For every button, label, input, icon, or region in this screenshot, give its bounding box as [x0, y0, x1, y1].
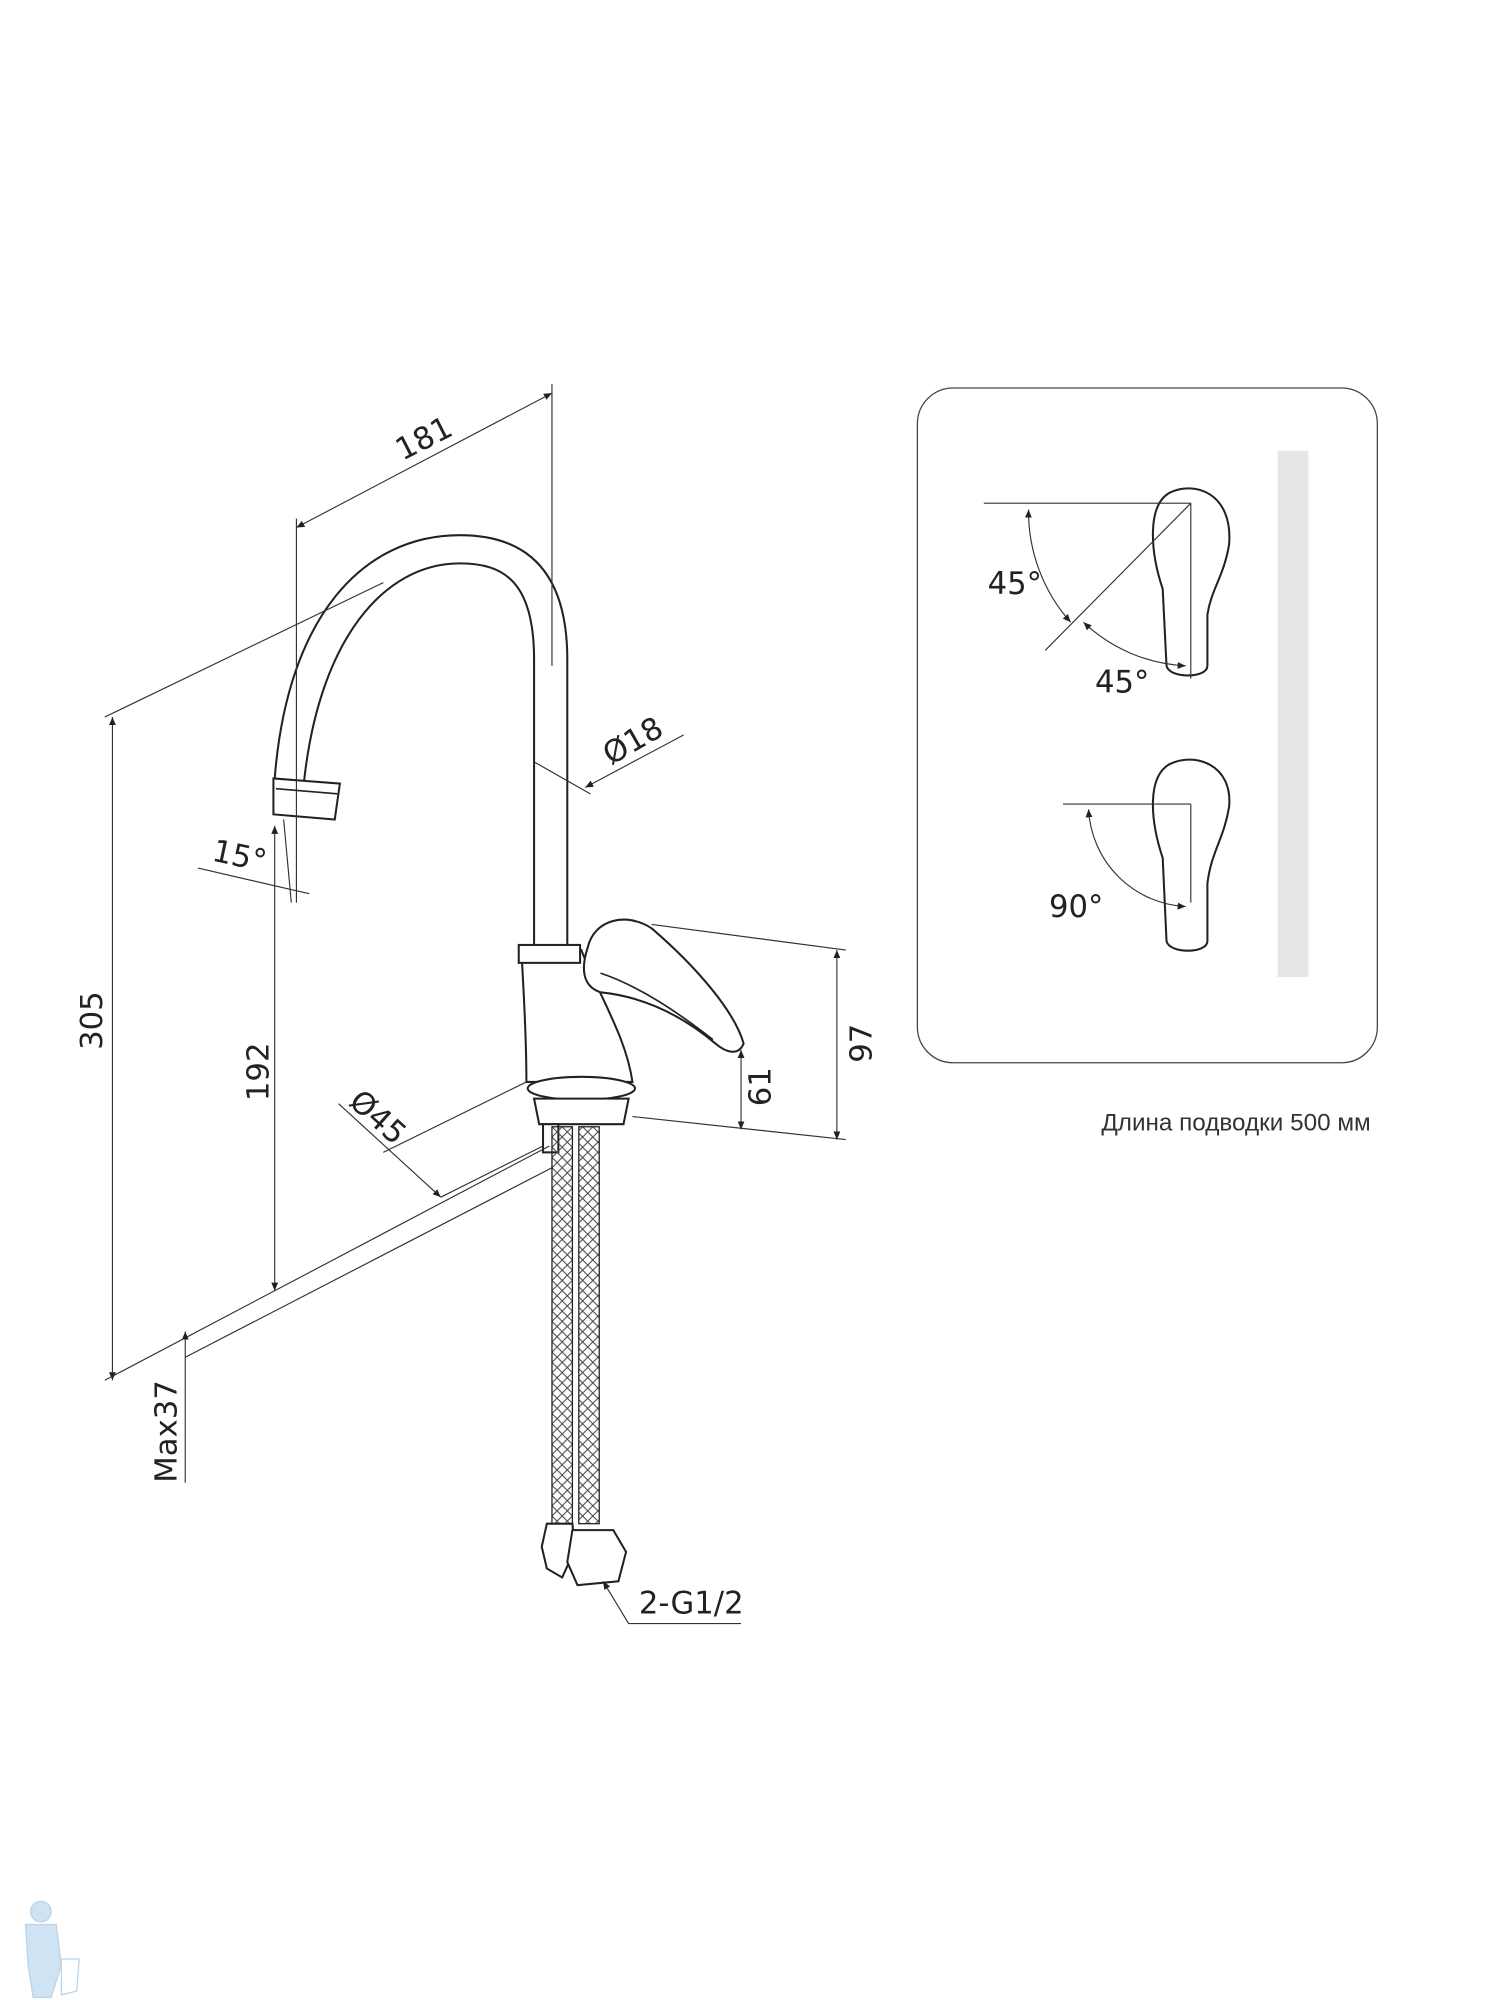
hose-left — [551, 1126, 574, 1525]
angle-bottom: 90° — [1049, 890, 1103, 925]
spout — [273, 534, 569, 952]
rotation-panel — [916, 387, 1378, 1064]
angle-top-1: 45° — [988, 567, 1042, 602]
body-collar — [517, 943, 582, 964]
dim-handle-61: 61 — [743, 1067, 778, 1106]
dim-spout-diameter: Ø18 — [597, 711, 669, 773]
base-ring — [526, 1075, 637, 1101]
dim-total-height: 305 — [75, 991, 110, 1050]
dim-base-diameter: Ø45 — [342, 1084, 412, 1152]
hose-length-caption: Длина подводки 500 мм — [1101, 1110, 1370, 1137]
dim-handle-97: 97 — [844, 1024, 879, 1063]
wall-bar — [1277, 450, 1309, 977]
dim-spout-height: 192 — [241, 1043, 276, 1102]
dim-connection: 2-G1/2 — [639, 1586, 744, 1621]
dim-spout-reach: 181 — [390, 410, 458, 468]
hose-nut-left — [540, 1522, 577, 1579]
dim-max-countertop: Max37 — [149, 1380, 184, 1483]
dimension-lines — [104, 384, 846, 1625]
hose-nut-right — [566, 1529, 628, 1587]
hose-right — [578, 1126, 600, 1525]
angle-top-2: 45° — [1095, 666, 1149, 701]
plumber-logo — [24, 1900, 80, 1999]
faucet — [272, 534, 745, 1587]
spout-nozzle — [272, 777, 342, 821]
handle-lever — [582, 918, 745, 1053]
